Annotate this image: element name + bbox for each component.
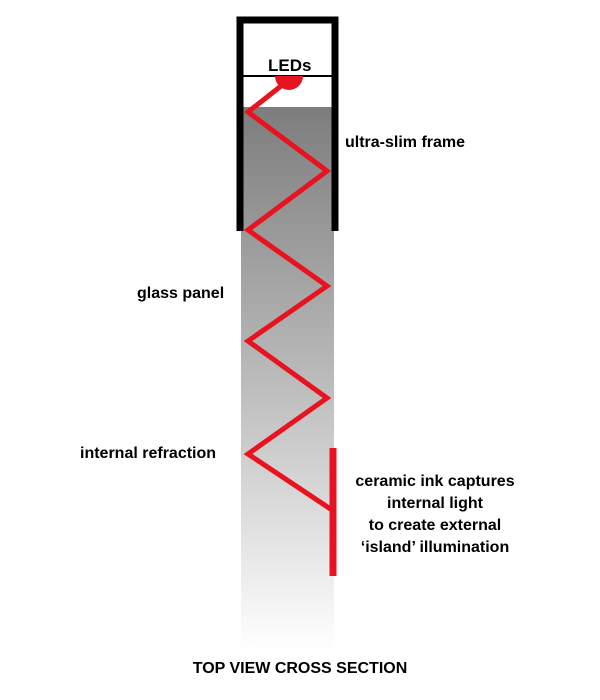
light-path	[243, 83, 335, 513]
frame-label: ultra-slim frame	[345, 134, 466, 151]
leds-label: LEDs	[268, 56, 312, 75]
internal-refraction-label: internal refraction	[80, 445, 217, 462]
glass-panel	[241, 107, 334, 650]
ceramic-ink-label: ceramic ink captures internal light to c…	[345, 471, 525, 559]
ceramic-ink-label-line-4: ‘island’ illumination	[360, 539, 510, 556]
diagram-caption: TOP VIEW CROSS SECTION	[192, 660, 408, 677]
ceramic-ink-label-line-1: ceramic ink captures	[355, 473, 515, 490]
ceramic-ink-label-line-2: internal light	[387, 495, 483, 512]
ceramic-ink-label-line-3: to create external	[368, 517, 502, 534]
glass-panel-label: glass panel	[137, 285, 225, 302]
ultra-slim-frame	[236, 16, 339, 231]
